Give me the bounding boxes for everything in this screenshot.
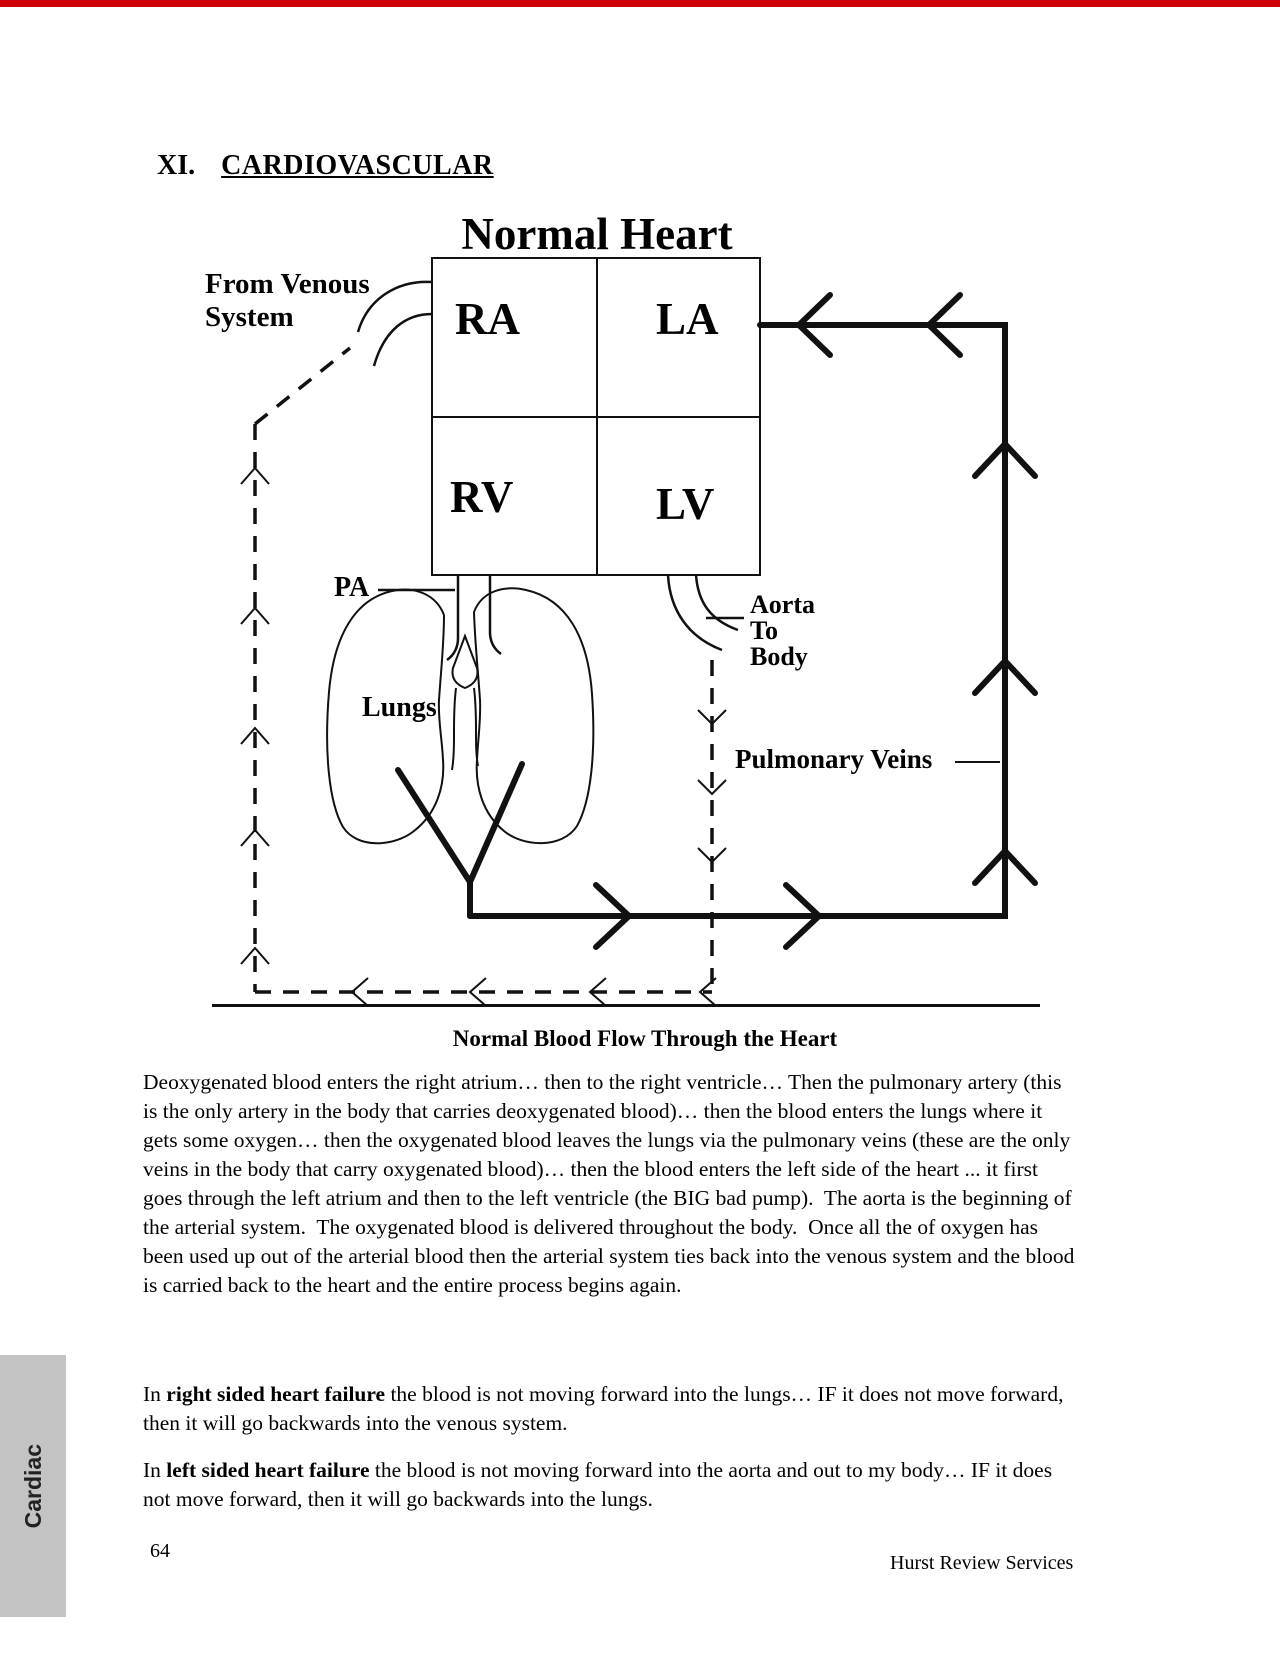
section-number: XI. [157, 150, 196, 181]
p3-bold-phrase: left sided heart failure [166, 1458, 370, 1482]
left-ventricle-label: LV [656, 479, 715, 529]
p2-text-pre: In [143, 1382, 167, 1406]
paragraph-right-sided-failure: In right sided heart failure the blood i… [143, 1380, 1080, 1438]
pulmonary-artery-vessel [378, 575, 502, 662]
p2-bold-phrase: right sided heart failure [166, 1382, 386, 1406]
chapter-side-tab: Cardiac [0, 1355, 66, 1617]
oxygenated-flow-path [395, 292, 1038, 950]
diagram-caption: Normal Blood Flow Through the Heart [452, 1026, 838, 1051]
section-title: CARDIOVASCULAR [221, 150, 494, 181]
section-heading: XI. CARDIOVASCULAR [157, 150, 494, 182]
left-atrium-label: LA [656, 294, 719, 344]
aorta-label-line3: Body [750, 642, 808, 671]
aorta-to-body-label: Aorta To Body [750, 592, 815, 670]
venous-return-path [253, 346, 714, 994]
p3-text-post: the blood is not moving forward into the… [143, 1458, 1058, 1511]
caption-divider [212, 1004, 1040, 1007]
page-number: 64 [150, 1540, 170, 1562]
paragraph-left-sided-failure: In left sided heart failure the blood is… [143, 1456, 1080, 1514]
p3-text-pre: In [143, 1458, 167, 1482]
aorta-label-line2: To [750, 616, 778, 645]
chapter-side-tab-label: Cardiac [19, 1443, 46, 1529]
aorta-vessel [666, 574, 744, 652]
pulmonary-veins-label: Pulmonary Veins [735, 744, 933, 774]
aorta-label-line1: Aorta [750, 590, 815, 619]
paragraph-blood-flow: Deoxygenated blood enters the right atri… [143, 1070, 1080, 1297]
venous-return-arrows [240, 466, 727, 1007]
lungs-label: Lungs [362, 692, 437, 723]
right-ventricle-label: RV [450, 472, 514, 522]
right-atrium-label: RA [455, 294, 520, 344]
diagram-title: Normal Heart [461, 209, 733, 259]
pulmonary-artery-label: PA [334, 572, 370, 603]
publisher-name: Hurst Review Services [890, 1552, 1074, 1574]
top-accent-bar [0, 0, 1280, 7]
p2-text-post: the blood is not moving forward into the… [143, 1382, 1069, 1435]
from-venous-system-label: From Venous System [205, 268, 370, 333]
